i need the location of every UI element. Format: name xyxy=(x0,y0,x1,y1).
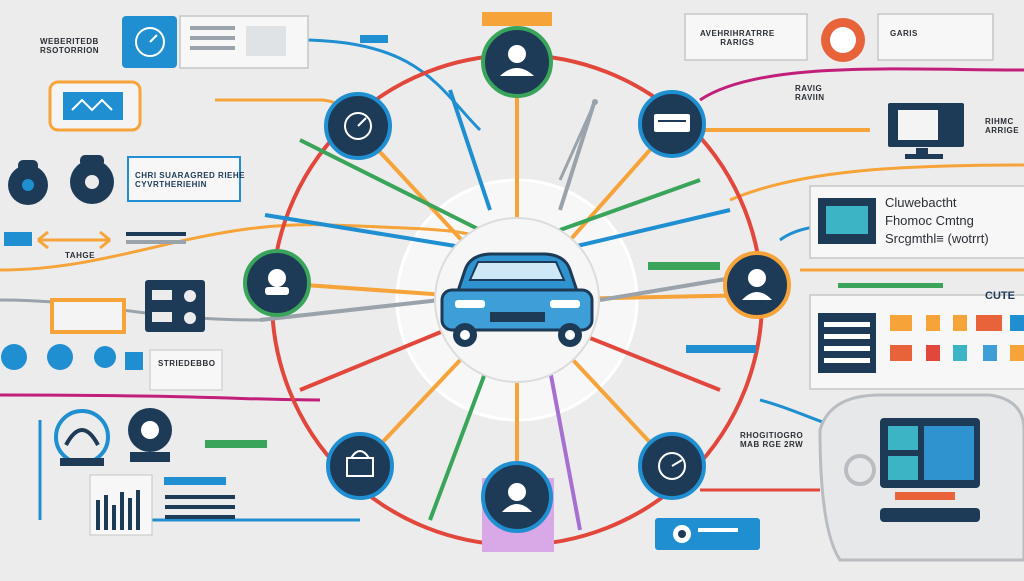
label-bottom-right: RHOGITIOGRO MAB RGE 2RW xyxy=(740,431,804,449)
person-icon xyxy=(268,269,286,287)
node-lower-left[interactable] xyxy=(326,432,394,500)
left-callout-box xyxy=(127,156,241,202)
clock-icon xyxy=(658,452,686,480)
label-top-left: WEBERITEDB RSOTORRION xyxy=(40,37,100,55)
document-icon xyxy=(654,114,690,132)
label-top-right-small: GARIS xyxy=(890,29,918,38)
grid-icon xyxy=(125,352,143,370)
left-pill xyxy=(4,232,32,246)
right-card-line1: Cluwebactht xyxy=(885,195,957,210)
connector-line xyxy=(0,393,321,402)
connector-line xyxy=(699,67,1024,102)
mini-chart-bars xyxy=(96,490,140,530)
node-lower-right[interactable] xyxy=(638,432,706,500)
connector-line xyxy=(299,38,482,132)
label-left-callout: CHRI SUARAGRED RIEHE CYVRTHERIEHIN xyxy=(135,171,246,189)
projector-icon[interactable] xyxy=(655,518,760,550)
bar-accent xyxy=(205,440,267,448)
bar-accent xyxy=(360,35,388,43)
top-right-card-2 xyxy=(877,13,994,61)
dashboard-icon[interactable] xyxy=(818,393,1024,562)
user-icon[interactable] xyxy=(47,344,73,370)
robot-icon xyxy=(8,160,48,205)
bar-accent xyxy=(838,283,943,288)
connector-line xyxy=(0,298,261,322)
camera-panel[interactable] xyxy=(145,280,205,332)
tablet-icon[interactable] xyxy=(122,16,177,68)
robot-icon xyxy=(70,155,114,204)
left-orange-box xyxy=(50,298,126,334)
lock-icon xyxy=(346,457,374,477)
label-far-right: RIHMC ARRIGE xyxy=(985,117,1020,135)
node-top-tab xyxy=(482,12,552,26)
bar-accent xyxy=(648,262,720,270)
pen-icon xyxy=(558,101,597,181)
monitor-icon[interactable] xyxy=(888,103,964,159)
top-right-card xyxy=(684,13,808,61)
user-icon[interactable] xyxy=(1,344,27,370)
user-icon[interactable] xyxy=(94,346,116,368)
connector-line xyxy=(729,163,1024,202)
node-top[interactable] xyxy=(481,26,553,98)
monitor-icon xyxy=(63,92,123,120)
headphones-icon[interactable] xyxy=(54,409,110,466)
face-icon xyxy=(508,483,526,501)
gauge-icon xyxy=(344,112,372,140)
camera-icon[interactable] xyxy=(128,408,172,462)
right-card-line3: Srcgmthl≡ (wotrrt) xyxy=(885,231,989,246)
node-upper-right[interactable] xyxy=(638,90,706,158)
label-top-right-box: AVEHRIHRATRRE RARIGS xyxy=(700,29,775,47)
left-bottom-label: STRIEDEBBO xyxy=(158,359,216,368)
label-left-tiny: TAHGE xyxy=(65,251,95,260)
bar-accent xyxy=(686,345,756,353)
tile-grid xyxy=(890,315,1024,361)
node-bottom[interactable] xyxy=(481,461,554,552)
right-tab-label: CUTE xyxy=(985,290,1015,302)
node-upper-left[interactable] xyxy=(324,92,392,160)
bar-accent xyxy=(164,477,226,485)
label-mid-right: RAVIG RAVIIN xyxy=(795,84,825,102)
user-icon xyxy=(508,45,526,63)
top-card xyxy=(179,15,309,69)
user-icon xyxy=(748,269,766,287)
car-icon[interactable] xyxy=(434,217,600,383)
right-card-line2: Fhomoc Cmtng xyxy=(885,213,974,228)
node-left[interactable] xyxy=(243,249,311,317)
node-right[interactable] xyxy=(723,251,791,319)
left-stat-card xyxy=(149,349,223,391)
